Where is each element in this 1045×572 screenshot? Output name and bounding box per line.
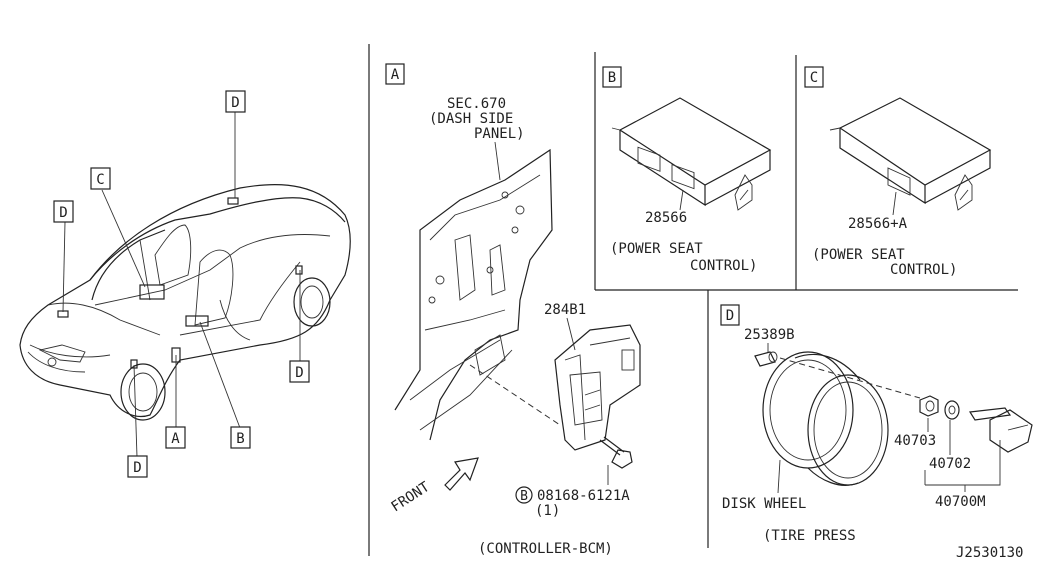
front-arrow-icon bbox=[444, 457, 479, 491]
callout-d-right-label: D bbox=[295, 365, 303, 381]
panel-d-tag[interactable]: D bbox=[720, 304, 740, 326]
bolt-part-number: 08168-6121A bbox=[537, 488, 630, 504]
wheel-leader bbox=[777, 459, 781, 494]
panel-a-tag-label: A bbox=[391, 67, 400, 83]
panel-d-caption: (TIRE PRESS bbox=[763, 528, 856, 544]
panel-d-tag-label: D bbox=[726, 308, 734, 324]
part-40703: 40703 bbox=[894, 433, 936, 449]
panel-b-caption-1: (POWER SEAT bbox=[610, 241, 703, 257]
callout-d-bottom[interactable]: D bbox=[127, 455, 148, 478]
power-seat-module-b bbox=[611, 97, 772, 211]
callout-b-label: B bbox=[236, 431, 244, 447]
panel-b-tag[interactable]: B bbox=[602, 66, 622, 88]
part-40702: 40702 bbox=[929, 456, 971, 472]
callout-a-label: A bbox=[171, 431, 180, 447]
section-leader bbox=[494, 141, 501, 181]
callout-c[interactable]: C bbox=[90, 167, 111, 190]
bcm-part-number: 284B1 bbox=[544, 302, 586, 318]
dash-side-panel bbox=[394, 148, 553, 441]
part-25389b: 25389B bbox=[744, 327, 795, 343]
part-28566-a-leader bbox=[892, 191, 897, 216]
valve-nut bbox=[919, 395, 939, 417]
callout-d-left[interactable]: D bbox=[53, 200, 74, 223]
bolt-marker-label: B bbox=[520, 489, 528, 504]
panel-b-caption-2: CONTROL) bbox=[690, 258, 757, 274]
assembly-bracket bbox=[925, 440, 1001, 486]
panel-c-caption-2: CONTROL) bbox=[890, 262, 957, 278]
panel-a-caption: (CONTROLLER-BCM) bbox=[478, 541, 613, 557]
callout-b[interactable]: B bbox=[230, 426, 251, 449]
callout-d-right[interactable]: D bbox=[289, 360, 310, 383]
bolt-quantity: (1) bbox=[535, 503, 560, 519]
bcm-controller bbox=[554, 324, 641, 451]
panel-a-tag[interactable]: A bbox=[385, 63, 405, 85]
callout-d-left-label: D bbox=[59, 205, 67, 221]
part-28566-leader bbox=[679, 189, 684, 211]
bolt bbox=[599, 436, 633, 469]
section-desc-2: PANEL) bbox=[474, 126, 525, 142]
car-illustration bbox=[19, 183, 351, 421]
panel-c-tag[interactable]: C bbox=[804, 66, 824, 88]
bcm-mount-dash bbox=[469, 364, 561, 426]
valve-cap bbox=[754, 351, 778, 367]
bolt-marker[interactable]: B bbox=[515, 486, 533, 504]
pressure-sensor bbox=[968, 407, 1033, 453]
callout-d-top[interactable]: D bbox=[225, 90, 246, 113]
callout-c-label: C bbox=[96, 172, 104, 188]
car-leader-lines bbox=[62, 112, 301, 458]
bcm-leader bbox=[566, 317, 576, 351]
part-28566: 28566 bbox=[645, 210, 687, 226]
panel-c-caption-1: (POWER SEAT bbox=[812, 247, 905, 263]
valve-washer bbox=[944, 400, 960, 420]
disk-wheel bbox=[762, 351, 889, 486]
section-desc-1: (DASH SIDE bbox=[429, 111, 513, 127]
section-ref: SEC.670 bbox=[447, 96, 506, 112]
valve-dash bbox=[779, 357, 921, 399]
power-seat-module-c bbox=[829, 97, 992, 211]
callout-a[interactable]: A bbox=[165, 426, 186, 449]
diagram-id: J2530130 bbox=[956, 545, 1023, 561]
callout-d-bottom-label: D bbox=[133, 460, 141, 476]
callout-d-top-label: D bbox=[231, 95, 239, 111]
panel-b-tag-label: B bbox=[608, 70, 616, 86]
front-label: FRONT bbox=[388, 479, 433, 516]
part-40700m: 40700M bbox=[935, 494, 986, 510]
panel-c-tag-label: C bbox=[810, 70, 818, 86]
part-28566-a: 28566+A bbox=[848, 216, 908, 232]
wheel-label: DISK WHEEL bbox=[722, 496, 806, 512]
